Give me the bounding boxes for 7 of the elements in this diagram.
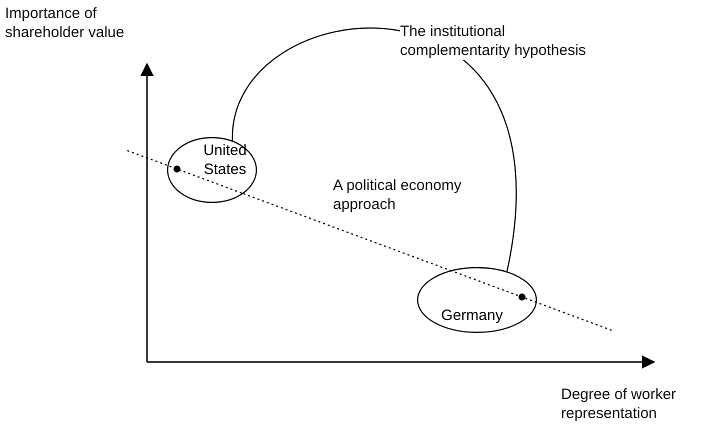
ellipse-node [167, 137, 257, 203]
node-label: Germany [440, 306, 504, 325]
axis-title: Importance of shareholder value [5, 4, 126, 42]
ellipse-node [417, 267, 537, 333]
dotted-line [243, 193, 451, 271]
node-label: United States [202, 141, 248, 179]
axis-title: Degree of worker representation [561, 385, 678, 423]
